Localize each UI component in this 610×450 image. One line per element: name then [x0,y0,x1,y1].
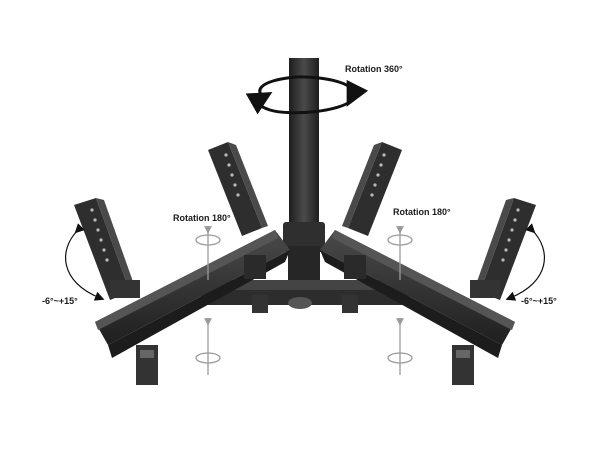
tilt-arrow-left [65,223,105,301]
rotation-360-label: Rotation 360° [345,64,403,74]
rotation-360-arrow [245,75,369,115]
rotation-180-arrow-left [195,226,221,375]
rotation-180-arrow-right [387,226,413,375]
bracket-inner-left [208,142,268,313]
tilt-left-label: -6°~+15° [42,296,78,306]
rotation-180-right-label: Rotation 180° [393,207,451,217]
bracket-inner-right [342,142,402,313]
tilt-arrow-right [505,223,545,301]
main-frame [195,280,415,309]
tilt-right-label: -6°~+15° [521,296,557,306]
rotation-180-left-label: Rotation 180° [173,213,231,223]
center-pole [283,58,325,286]
